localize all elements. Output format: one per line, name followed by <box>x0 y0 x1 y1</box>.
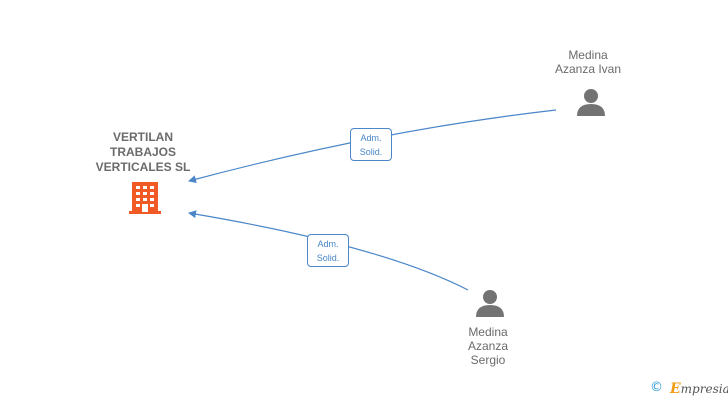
relation-label-ivan: Adm. Solid. <box>350 128 392 161</box>
person-icon-sergio[interactable] <box>476 290 504 317</box>
brand-initial: E <box>670 381 681 397</box>
building-icon[interactable] <box>129 182 161 214</box>
relation-label-sergio: Adm. Solid. <box>307 234 349 267</box>
person-name-ivan[interactable]: Medina Azanza Ivan <box>554 48 622 76</box>
person-name-sergio[interactable]: Medina Azanza Sergio <box>467 325 509 367</box>
brand-text: mpresia <box>680 382 728 396</box>
person-icon-ivan[interactable] <box>577 89 605 116</box>
brand-logo[interactable]: Empresia <box>670 381 728 397</box>
copyright-icon: © <box>650 380 663 395</box>
relation-edge-sergio <box>188 210 469 291</box>
company-name[interactable]: VERTILAN TRABAJOS VERTICALES SL <box>95 130 191 174</box>
